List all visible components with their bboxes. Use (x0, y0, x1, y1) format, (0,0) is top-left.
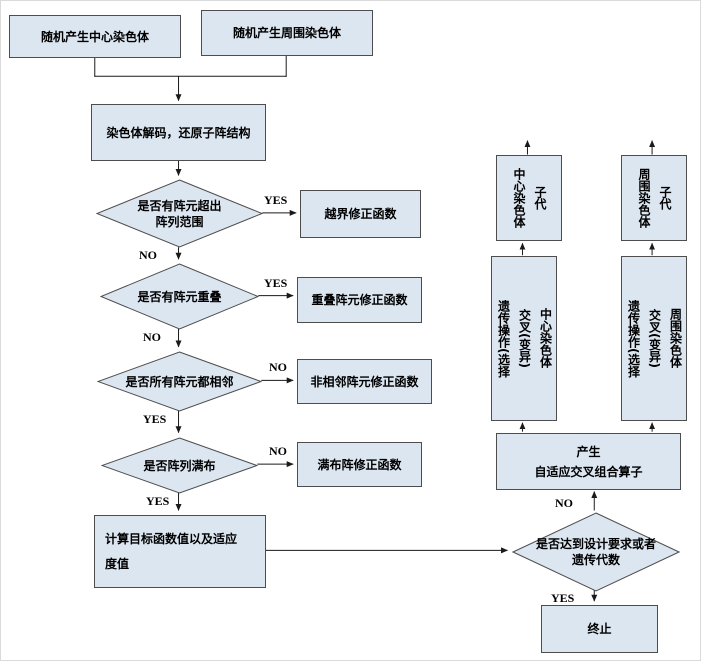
node-terminate: 终止 (541, 605, 658, 653)
node-fix-nonadjacent-label: 非相邻阵元修正函数 (310, 374, 419, 389)
node-genetic-center-label: 遗传操作(选择 交叉(变异) 中心染色体 (496, 299, 553, 378)
node-check-overlap: 是否有阵元重叠 (100, 263, 259, 330)
node-fix-full-label: 满布阵修正函数 (317, 457, 402, 472)
diamond-shape (512, 512, 680, 592)
branch-label-no-full: NO (269, 444, 287, 458)
node-check-out-of-range-label: 是否有阵元超出 阵列范围 (137, 198, 222, 229)
node-offspring-around-label: 周围染色体 子代 (637, 168, 672, 228)
node-offspring-center: 中心染色体 子代 (496, 155, 562, 241)
branch-label-yes-range: YES (264, 193, 288, 207)
node-compute-fitness-label: 计算目标函数值以及适应 度值 (105, 531, 238, 571)
node-random-center-label: 随机产生中心染色体 (40, 29, 149, 44)
branch-label-no-overlap: NO (143, 330, 161, 344)
node-fix-boundary-label: 越界修正函数 (324, 207, 397, 221)
node-decode: 染色体解码，还原子阵结构 (91, 104, 266, 161)
diamond-shape (100, 263, 259, 330)
node-random-around: 随机产生周围染色体 (201, 10, 373, 56)
node-generate-operator: 产生 自适应交叉组合算子 (496, 433, 681, 490)
branch-label-no-requirement: NO (555, 496, 573, 510)
branch-label-no-range: NO (139, 248, 157, 262)
node-fix-overlap-label: 重叠阵元修正函数 (311, 293, 408, 307)
branch-label-yes-overlap: YES (264, 276, 288, 290)
node-check-requirement: 是否达到设计要求或者 遗传代数 (512, 512, 680, 592)
node-check-out-of-range: 是否有阵元超出 阵列范围 (96, 179, 263, 248)
node-random-center: 随机产生中心染色体 (9, 15, 181, 58)
diamond-shape (97, 351, 262, 412)
branch-label-yes-full: YES (146, 494, 170, 508)
node-genetic-around: 遗传操作(选择 交叉(变异) 周围染色体 (621, 256, 687, 421)
diamond-shape (101, 437, 258, 494)
diamond-shape (96, 179, 263, 248)
node-check-adjacent: 是否所有阵元都相邻 (97, 351, 262, 412)
node-offspring-around: 周围染色体 子代 (621, 155, 687, 241)
node-fix-overlap: 重叠阵元修正函数 (297, 277, 422, 323)
node-decode-label: 染色体解码，还原子阵结构 (106, 125, 251, 140)
node-generate-operator-label: 产生 自适应交叉组合算子 (534, 444, 643, 479)
node-genetic-center: 遗传操作(选择 交叉(变异) 中心染色体 (491, 256, 557, 421)
branch-label-no-adjacent: NO (269, 360, 287, 374)
node-genetic-around-label: 遗传操作(选择 交叉(变异) 周围染色体 (626, 299, 683, 378)
node-check-overlap-label: 是否有阵元重叠 (137, 289, 222, 304)
node-offspring-center-label: 中心染色体 子代 (512, 168, 547, 228)
node-check-adjacent-label: 是否所有阵元都相邻 (125, 374, 234, 389)
node-fix-nonadjacent: 非相邻阵元修正函数 (297, 359, 432, 404)
branch-label-yes-requirement: YES (551, 591, 575, 605)
node-check-full-label: 是否阵列满布 (143, 458, 216, 473)
node-compute-fitness: 计算目标函数值以及适应 度值 (94, 515, 266, 588)
node-random-around-label: 随机产生周围染色体 (232, 26, 341, 40)
node-fix-full: 满布阵修正函数 (297, 442, 422, 487)
node-fix-boundary: 越界修正函数 (300, 190, 421, 238)
node-check-full: 是否阵列满布 (101, 437, 258, 494)
node-check-requirement-label: 是否达到设计要求或者 遗传代数 (535, 537, 656, 567)
node-terminate-label: 终止 (587, 622, 612, 636)
branch-label-yes-adjacent: YES (143, 412, 167, 426)
